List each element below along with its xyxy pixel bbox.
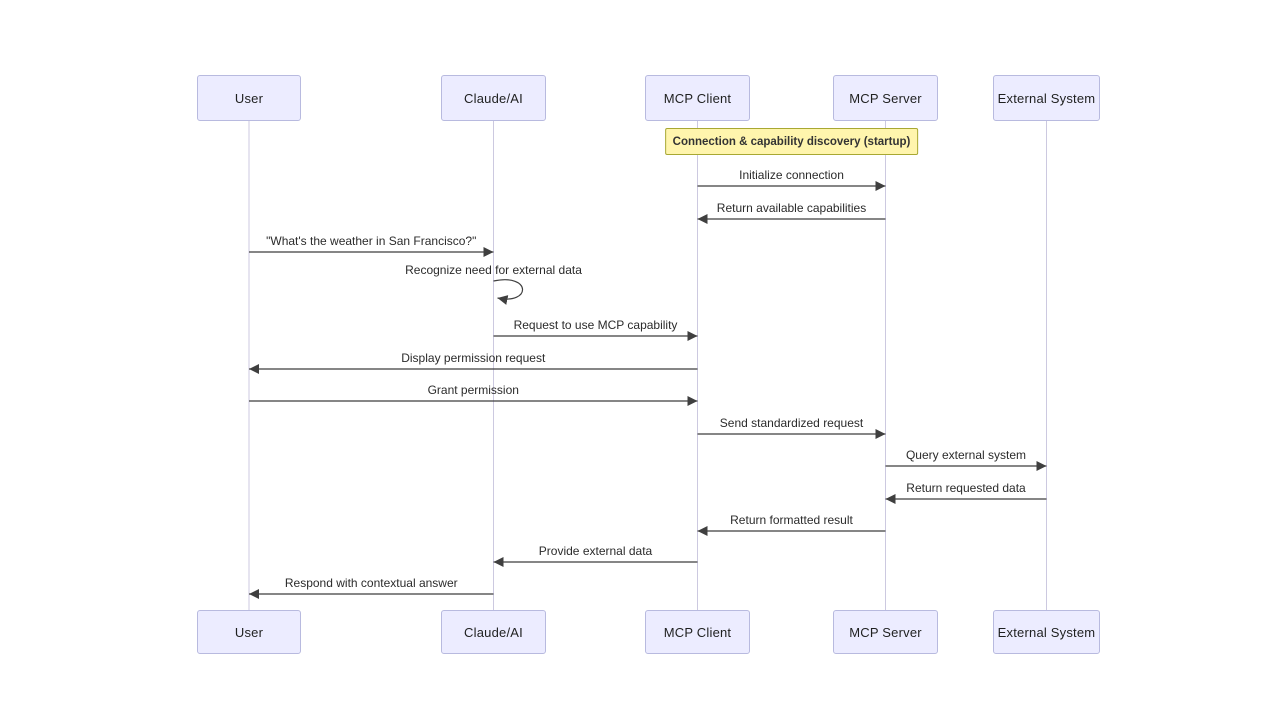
- message-label-1-initialize-connection: Initialize connection: [739, 168, 844, 182]
- message-label-8-send-standardized-request: Send standardized request: [719, 416, 864, 430]
- actor-box-bottom-external-system: External System: [993, 610, 1100, 654]
- actor-box-bottom-mcp-server: MCP Server: [833, 610, 938, 654]
- message-label-2-return-available-capabilities: Return available capabilities: [716, 201, 867, 215]
- actor-label: User: [234, 624, 264, 640]
- message-label-12-provide-external-data: Provide external data: [538, 544, 653, 558]
- actor-label: User: [234, 90, 264, 106]
- message-label-9-query-external-system: Query external system: [905, 448, 1027, 462]
- actor-label: External System: [997, 624, 1096, 640]
- message-label-6-display-permission-request: Display permission request: [401, 351, 546, 365]
- actor-box-bottom-claude-ai: Claude/AI: [441, 610, 546, 654]
- actor-label: MCP Client: [663, 90, 732, 106]
- actor-box-top-claude-ai: Claude/AI: [441, 75, 546, 121]
- actor-box-top-external-system: External System: [993, 75, 1100, 121]
- arrows-layer: [249, 181, 1047, 599]
- message-label-7-grant-permission: Grant permission: [427, 383, 519, 397]
- actor-label: MCP Server: [849, 624, 922, 640]
- actor-label: Claude/AI: [464, 624, 523, 640]
- note-connection-capability-discovery: Connection & capability discovery (start…: [664, 128, 919, 155]
- actor-box-bottom-mcp-client: MCP Client: [645, 610, 750, 654]
- message-label-5-request-to-use-mcp-capability: Request to use MCP capability: [513, 318, 678, 332]
- actor-label: MCP Server: [849, 90, 922, 106]
- actor-box-top-user: User: [197, 75, 301, 121]
- actor-label: External System: [997, 90, 1096, 106]
- actor-box-top-mcp-client: MCP Client: [645, 75, 750, 121]
- actor-box-top-mcp-server: MCP Server: [833, 75, 938, 121]
- message-label-4-recognize-need-for-external-data: Recognize need for external data: [405, 263, 582, 277]
- actor-label: MCP Client: [663, 624, 732, 640]
- message-self-loop-4: [493, 279, 524, 305]
- actor-label: Claude/AI: [464, 90, 523, 106]
- message-label-10-return-requested-data: Return requested data: [906, 481, 1026, 495]
- lifelines-layer: [248, 121, 1047, 610]
- message-label-13-respond-with-contextual-answer: Respond with contextual answer: [284, 576, 458, 590]
- message-label-11-return-formatted-result: Return formatted result: [730, 513, 853, 527]
- message-label-3-what-s-the-weather-in-san-francisco: "What's the weather in San Francisco?": [266, 234, 477, 248]
- actor-box-bottom-user: User: [197, 610, 301, 654]
